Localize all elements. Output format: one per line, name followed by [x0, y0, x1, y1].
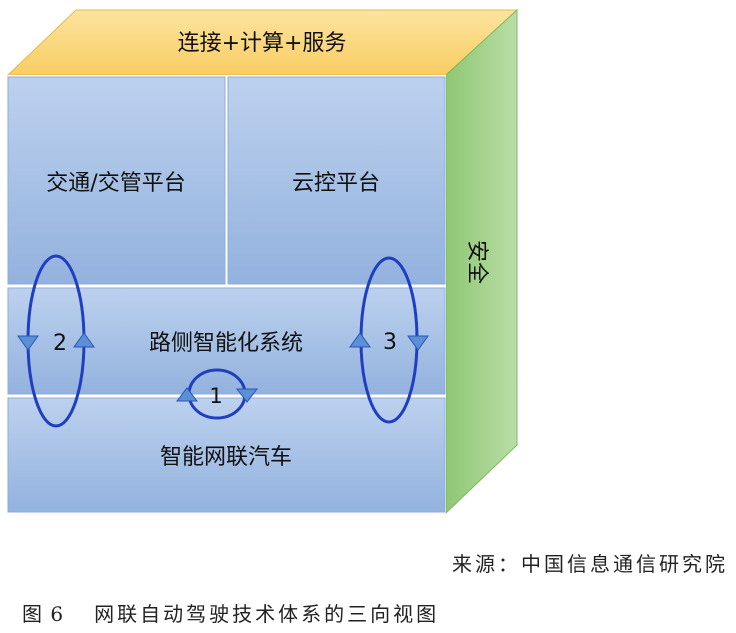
connected-vehicle-label: 智能网联汽车: [160, 445, 292, 470]
loop-3-number: 3: [383, 330, 397, 355]
side-face-label: 安全: [464, 240, 489, 284]
cell-traffic-platform: [7, 76, 226, 285]
loop-3-arrow-down-icon: [407, 335, 429, 351]
loop-2-arrow-up-icon: [73, 332, 95, 348]
loop-1-arrow-down-icon: [235, 388, 259, 403]
loop-2-arrow-down-icon: [17, 335, 39, 351]
figure-label: 图 6: [22, 602, 65, 626]
loop-2-number: 2: [53, 331, 67, 356]
roadside-system-label: 路侧智能化系统: [149, 331, 303, 356]
cell-cloud-platform: [227, 76, 446, 285]
loop-1-number: 1: [209, 384, 222, 408]
three-view-diagram: 连接+计算+服务 安全 交通/交管平台 云控平台 路侧智能化系统 智能网联汽车 …: [6, 8, 519, 515]
cloud-platform-label: 云控平台: [292, 171, 380, 196]
figure-caption: 图 6 网联自动驾驶技术体系的三向视图: [22, 598, 439, 627]
loop-1-arrow-up-icon: [175, 387, 199, 402]
top-face-label: 连接+计算+服务: [178, 31, 347, 56]
loop-3-arrow-up-icon: [349, 332, 371, 348]
figure-title: 网联自动驾驶技术体系的三向视图: [94, 602, 440, 626]
traffic-platform-label: 交通/交管平台: [46, 171, 185, 196]
source-note: 来源：中国信息通信研究院: [452, 552, 728, 576]
